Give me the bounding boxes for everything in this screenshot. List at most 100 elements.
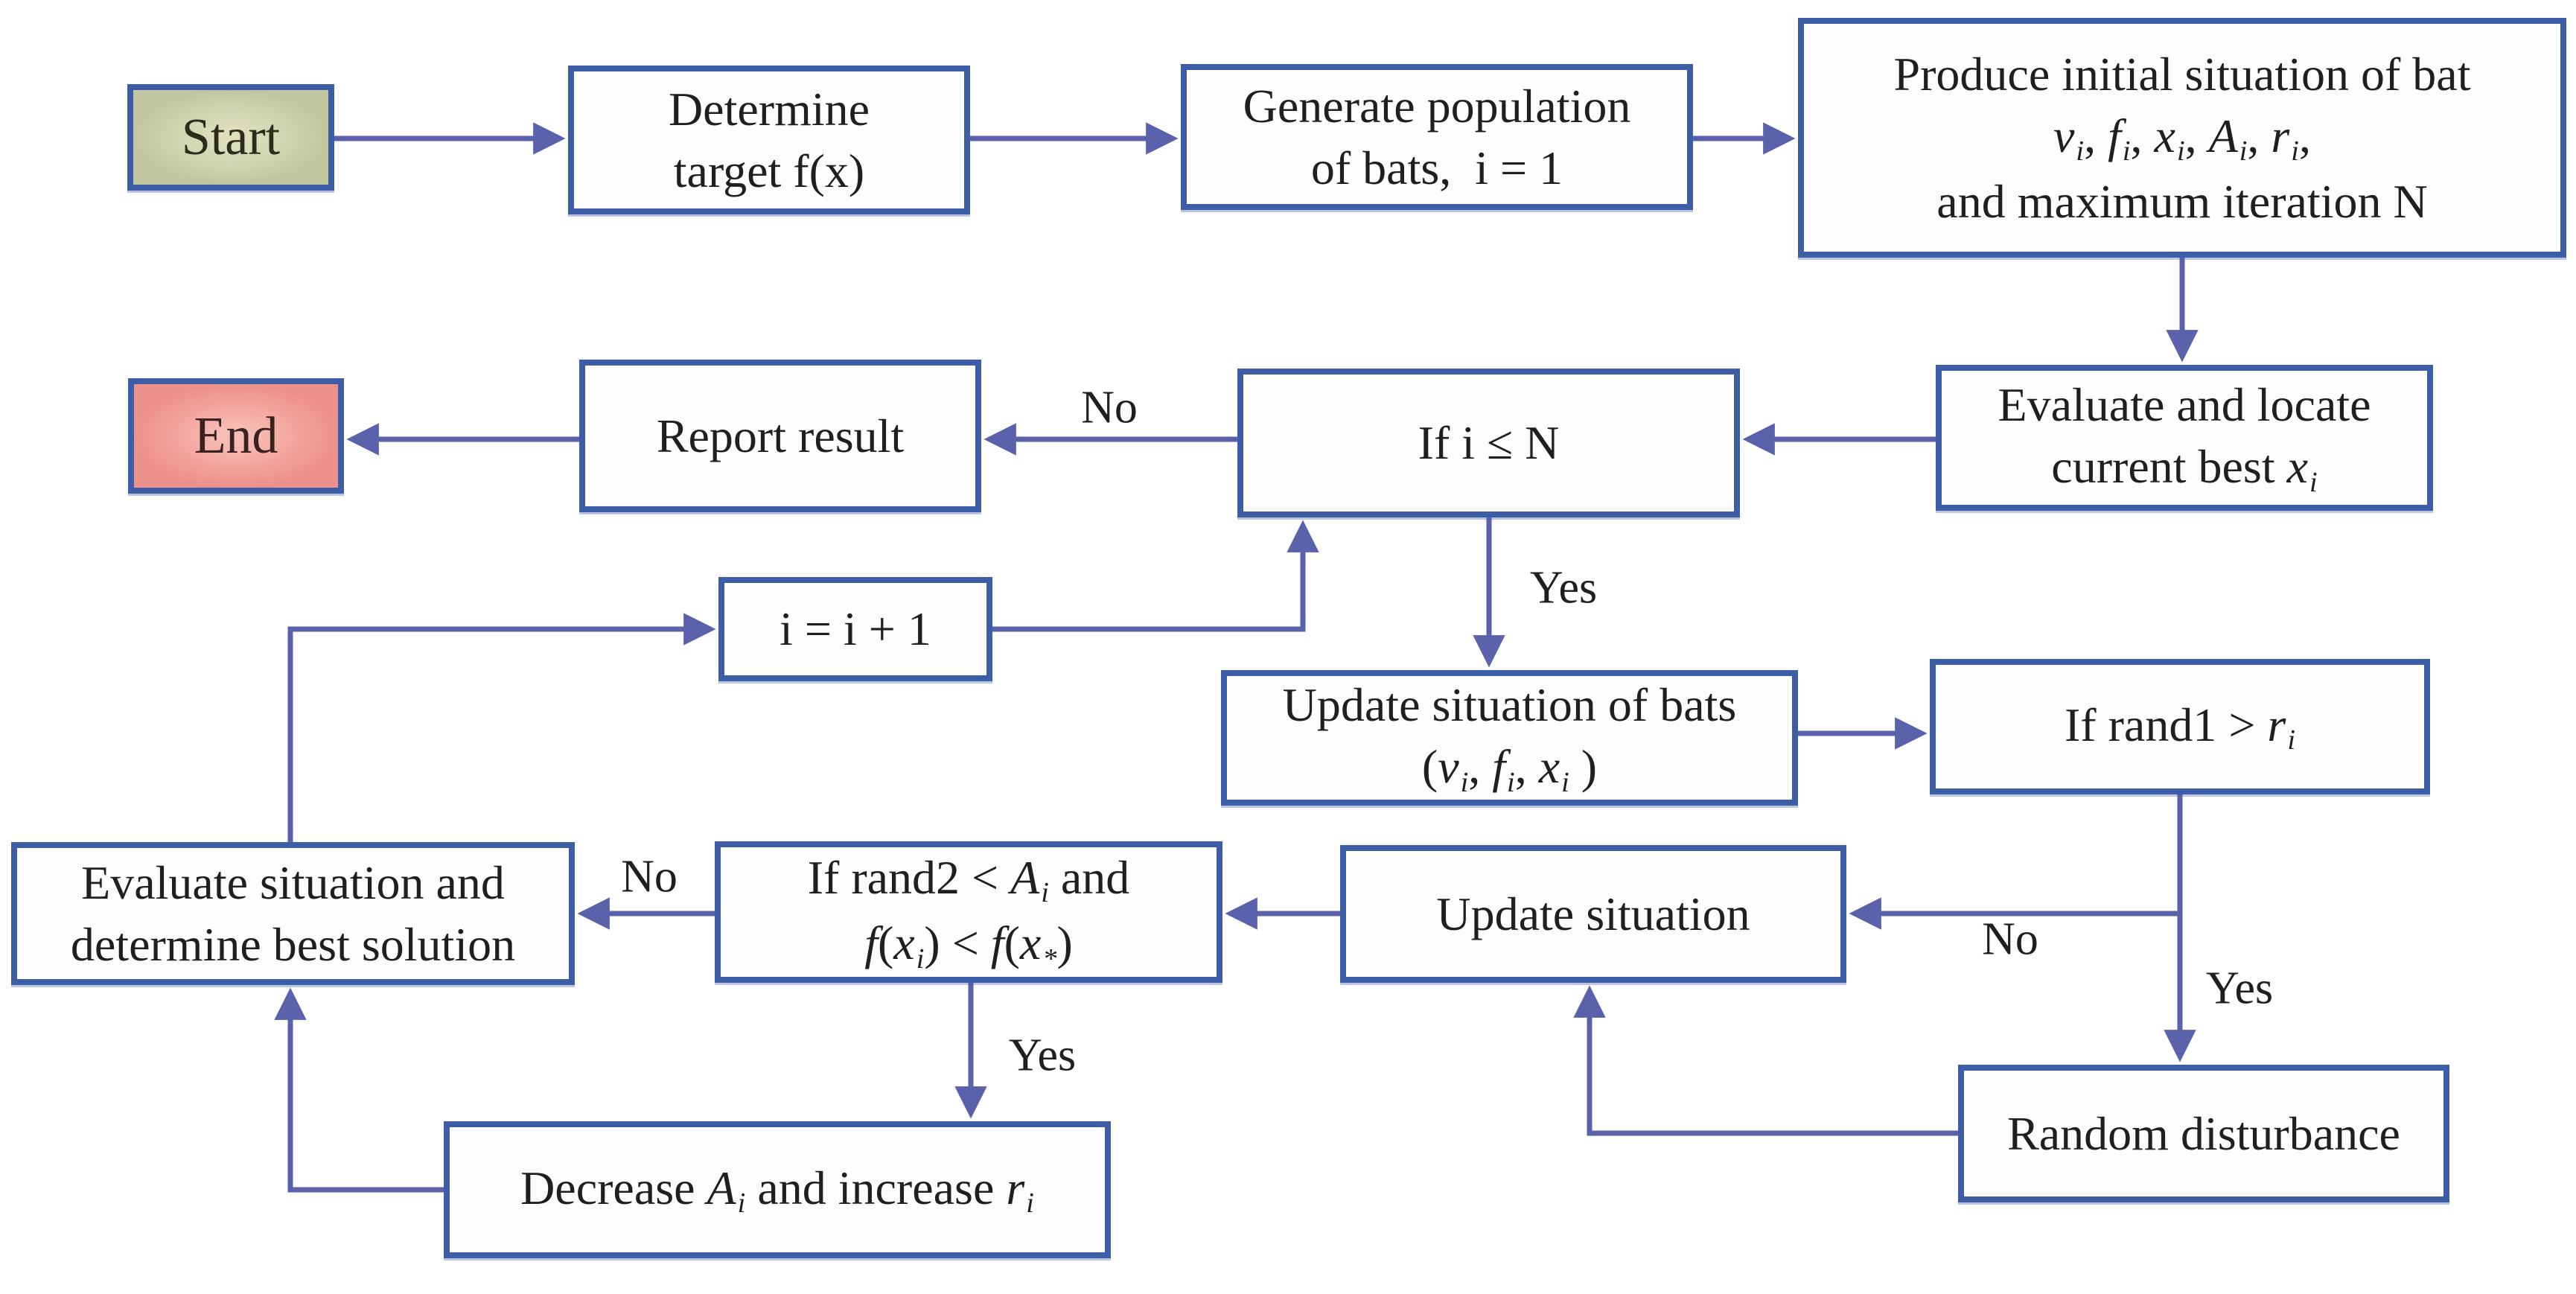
node-if-rand1-text: r bbox=[2267, 698, 2286, 751]
node-update-situation: Update situation bbox=[1340, 845, 1846, 983]
node-produce-initial-line: and maximum iteration N bbox=[1936, 170, 2427, 232]
node-generate-population: Generate population of bats, i = 1 bbox=[1181, 64, 1693, 210]
node-update-situation-text: Update situation bbox=[1436, 887, 1750, 940]
node-update-bats-text: Update situation of bats bbox=[1282, 678, 1737, 732]
node-if-i-le-n-line: If i ≤ N bbox=[1418, 412, 1560, 474]
node-random-disturbance-line: Random disturbance bbox=[2007, 1103, 2400, 1164]
node-produce-initial-text: Produce initial situation of bat bbox=[1893, 47, 2471, 101]
node-if-rand2-line: f(xi) < f(x*) bbox=[864, 912, 1073, 978]
node-update-bats-line: Update situation of bats bbox=[1283, 674, 1737, 736]
node-if-rand2-text: x bbox=[893, 917, 915, 969]
node-evaluate-situation-text: determine best solution bbox=[70, 918, 516, 971]
edge-random-to-update-situation bbox=[1573, 985, 1958, 1136]
node-produce-initial-text: x bbox=[2154, 109, 2175, 162]
node-update-situation-line: Update situation bbox=[1436, 883, 1750, 945]
node-if-rand2-text: If rand2 < bbox=[807, 850, 1011, 904]
node-if-rand2-text: i bbox=[916, 943, 925, 975]
node-decrease-increase-text: i bbox=[737, 1188, 746, 1220]
node-evaluate-locate-text: x bbox=[2286, 440, 2309, 494]
node-if-rand2-text: ) < bbox=[924, 917, 991, 969]
label-no-top: No bbox=[1081, 382, 1138, 433]
edge-evaluate-to-increment bbox=[287, 613, 716, 842]
node-update-bats-text: v bbox=[1438, 740, 1459, 794]
node-produce-initial-text: , bbox=[2130, 109, 2155, 162]
node-increment-i-line: i = i + 1 bbox=[780, 598, 931, 660]
node-if-rand2-text: A bbox=[1010, 850, 1040, 904]
node-if-rand2-text: f bbox=[864, 917, 878, 969]
node-decrease-increase-text: A bbox=[707, 1161, 736, 1214]
node-if-i-le-n-text: If i ≤ N bbox=[1418, 416, 1560, 470]
node-update-bats-text: i bbox=[1460, 766, 1469, 798]
node-random-disturbance: Random disturbance bbox=[1958, 1065, 2449, 1202]
node-update-bats: Update situation of bats(vi, fi, xi ) bbox=[1221, 670, 1798, 806]
node-decrease-increase-text: r bbox=[1006, 1161, 1025, 1214]
flow-arrows bbox=[274, 122, 2199, 1193]
node-produce-initial-text: v bbox=[2053, 109, 2075, 162]
edge-increment-to-if-i bbox=[992, 520, 1319, 632]
node-update-bats-text: i bbox=[1561, 766, 1569, 798]
node-produce-initial-text: i bbox=[2239, 136, 2248, 168]
node-evaluate-locate-text: Evaluate and locate bbox=[1998, 378, 2371, 432]
node-determine-target-line: Determine bbox=[669, 78, 870, 140]
node-generate-population-text: of bats, i = 1 bbox=[1310, 141, 1563, 194]
node-generate-population-line: Generate population bbox=[1243, 75, 1631, 137]
node-determine-target-text: target f(x) bbox=[673, 144, 865, 197]
node-evaluate-situation: Evaluate situation and determine best sol… bbox=[11, 842, 575, 985]
label-no-left: No bbox=[621, 851, 678, 902]
node-update-bats-text: ( bbox=[1421, 740, 1438, 794]
node-end-line: End bbox=[194, 402, 278, 470]
node-if-rand2-text: i bbox=[1041, 877, 1049, 909]
node-if-rand2-text: f bbox=[990, 917, 1004, 969]
node-if-rand2-text: and bbox=[1048, 850, 1130, 904]
node-update-bats-text: f bbox=[1492, 740, 1506, 794]
node-produce-initial-text: and maximum iteration N bbox=[1936, 175, 2428, 229]
node-produce-initial-text: i bbox=[2122, 136, 2131, 168]
node-end: End bbox=[128, 378, 344, 494]
node-evaluate-situation-text: Evaluate situation and bbox=[81, 855, 505, 909]
node-produce-initial-text: r bbox=[2271, 109, 2290, 162]
node-if-rand1-text: i bbox=[2287, 724, 2295, 756]
node-decrease-increase: Decrease Ai and increase ri bbox=[444, 1121, 1111, 1258]
node-update-bats-line: (vi, fi, xi ) bbox=[1422, 736, 1597, 801]
node-produce-initial-text: , bbox=[2184, 109, 2209, 162]
node-update-bats-text: x bbox=[1538, 740, 1560, 794]
node-update-bats-text: ) bbox=[1569, 740, 1598, 794]
node-decrease-increase-line: Decrease Ai and increase ri bbox=[520, 1157, 1034, 1223]
node-decrease-increase-text: i bbox=[1026, 1188, 1034, 1220]
node-start-text: Start bbox=[181, 109, 281, 166]
node-decrease-increase-text: Decrease bbox=[520, 1161, 707, 1214]
node-if-rand2-line: If rand2 < Ai and bbox=[808, 847, 1130, 912]
label-yes-mid: Yes bbox=[1529, 562, 1598, 613]
node-report-result-text: Report result bbox=[656, 409, 905, 462]
node-produce-initial-text: , bbox=[2247, 109, 2271, 162]
node-start-line: Start bbox=[182, 103, 280, 171]
node-generate-population-text: Generate population bbox=[1243, 79, 1631, 133]
node-increment-i: i = i + 1 bbox=[718, 577, 992, 681]
node-increment-i-text: i = i + 1 bbox=[780, 602, 931, 656]
node-if-rand1-text: If rand1 > bbox=[2064, 698, 2268, 751]
node-generate-population-line: of bats, i = 1 bbox=[1311, 137, 1563, 199]
node-if-rand1: If rand1 > ri bbox=[1930, 659, 2430, 794]
node-start: Start bbox=[127, 84, 334, 191]
node-if-rand2-text: * bbox=[1042, 943, 1057, 975]
node-produce-initial-text: i bbox=[2076, 136, 2085, 168]
node-produce-initial-text: A bbox=[2208, 109, 2238, 162]
node-determine-target-line: target f(x) bbox=[674, 140, 864, 202]
node-end-text: End bbox=[194, 407, 278, 465]
node-decrease-increase-text: and increase bbox=[745, 1161, 1007, 1214]
node-produce-initial-text: i bbox=[2291, 136, 2299, 168]
node-produce-initial-text: f bbox=[2108, 109, 2121, 162]
label-no-right: No bbox=[1982, 914, 2038, 965]
edge-decrease-to-evaluate bbox=[274, 987, 444, 1193]
node-if-rand2-text: ( bbox=[1004, 917, 1020, 969]
node-update-bats-text: i bbox=[1507, 766, 1515, 798]
node-produce-initial-text: i bbox=[2176, 136, 2185, 168]
node-if-rand2-text: ) bbox=[1056, 917, 1073, 969]
label-yes-right: Yes bbox=[2205, 963, 2274, 1014]
node-if-rand1-line: If rand1 > ri bbox=[2065, 694, 2295, 759]
